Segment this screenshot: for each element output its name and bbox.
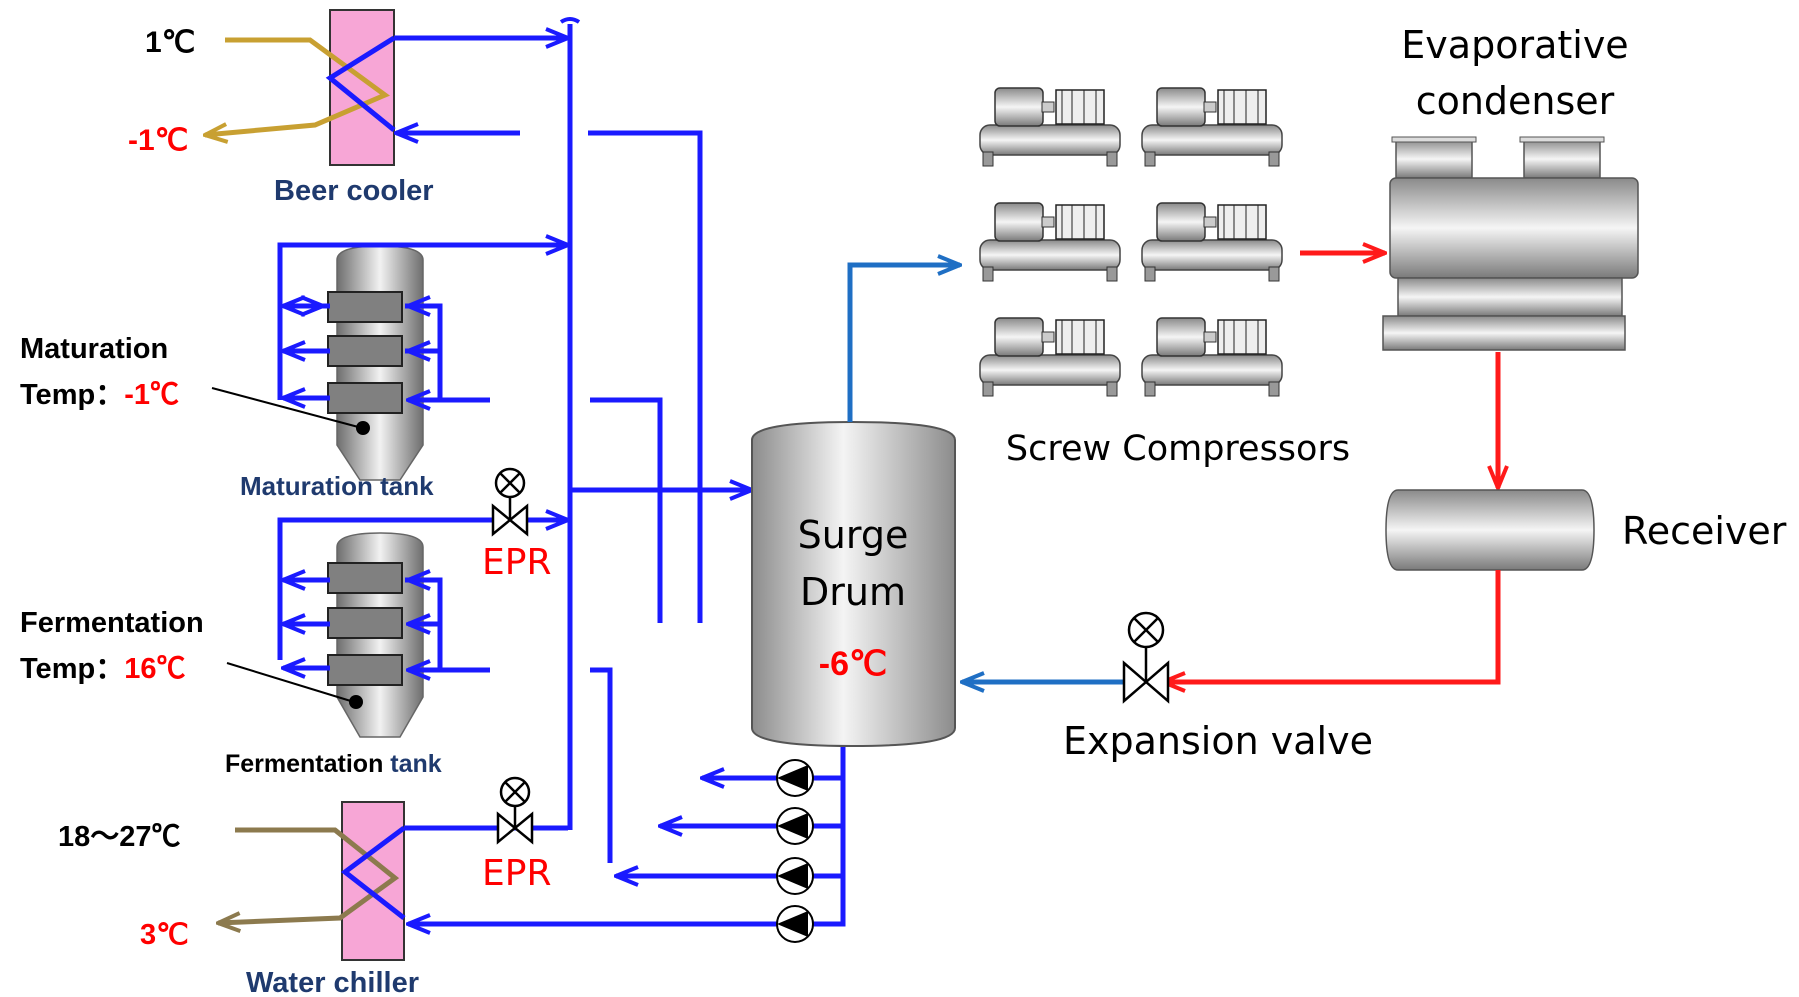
fermentation-temp-value: 16℃ <box>124 653 185 685</box>
surge-drum-label-1: Surge <box>798 513 909 557</box>
compressors-label: Screw Compressors <box>1006 429 1350 469</box>
beer-in-temp: 1℃ <box>145 26 195 59</box>
compressor-5 <box>979 317 1121 397</box>
beer-flow-path <box>205 37 391 135</box>
compressor-6 <box>1141 317 1283 397</box>
epr-valve-water <box>496 776 534 845</box>
surge-drum-label-2: Drum <box>800 570 906 614</box>
fermentation-temp: Temp：16℃ <box>20 653 185 685</box>
expansion-valve-label: Expansion valve <box>1063 719 1373 763</box>
fermentation-label: Fermentation <box>20 607 204 639</box>
beer-cooler <box>205 9 396 166</box>
low-pressure-piping <box>277 17 846 924</box>
water-chiller <box>218 801 406 961</box>
pump-3 <box>776 857 814 895</box>
suction-line <box>847 265 960 422</box>
fermentation-temp-prefix: Temp： <box>20 653 124 685</box>
beer-cooler-label: Beer cooler <box>274 175 434 207</box>
circulation-pumps <box>776 759 814 943</box>
surge-drum-temp: -6℃ <box>819 645 887 683</box>
compressor-2 <box>1141 87 1283 167</box>
screw-compressors <box>979 87 1283 397</box>
condenser-label-1: Evaporative <box>1401 23 1628 67</box>
receiver <box>1385 489 1595 571</box>
pump-1 <box>776 759 814 797</box>
epr-label-1: EPR <box>482 542 551 583</box>
epr-label-2: EPR <box>482 853 551 894</box>
compressor-4 <box>1141 202 1283 282</box>
beer-out-temp: -1℃ <box>128 124 188 157</box>
surge-drum <box>751 420 956 748</box>
maturation-tank-label: Maturation tank <box>240 471 434 501</box>
fermentation-tank-label: Fermentation tank <box>225 750 442 778</box>
pump-2 <box>776 807 814 845</box>
maturation-temp: Temp：-1℃ <box>20 379 179 411</box>
maturation-label: Maturation <box>20 333 168 365</box>
pump-4 <box>776 905 814 943</box>
fermentation-leader-line <box>226 662 355 703</box>
receiver-label: Receiver <box>1622 509 1787 553</box>
water-in-temp: 18～27℃ <box>58 821 181 853</box>
fermentation-tank-label-a: Fermentation <box>225 750 383 778</box>
water-chiller-label: Water chiller <box>246 967 419 997</box>
compressor-3 <box>979 202 1121 282</box>
epr-valve-maturation <box>491 467 529 537</box>
fermentation-tank-label-b: tank <box>383 750 441 778</box>
maturation-temp-prefix: Temp： <box>20 379 124 411</box>
condenser-label-2: condenser <box>1416 79 1615 123</box>
expansion-valve <box>1122 611 1170 704</box>
maturation-temp-value: -1℃ <box>124 379 179 411</box>
liquid-line <box>1163 570 1501 682</box>
water-chiller-coil <box>340 825 406 920</box>
maturation-tank-icon <box>327 245 424 481</box>
beer-cooler-coil <box>325 35 396 132</box>
fermentation-tank-icon <box>327 532 424 738</box>
water-flow-path <box>218 827 400 923</box>
water-out-temp: 3℃ <box>140 919 189 951</box>
compressor-1 <box>979 87 1121 167</box>
evaporative-condenser <box>1382 136 1639 351</box>
